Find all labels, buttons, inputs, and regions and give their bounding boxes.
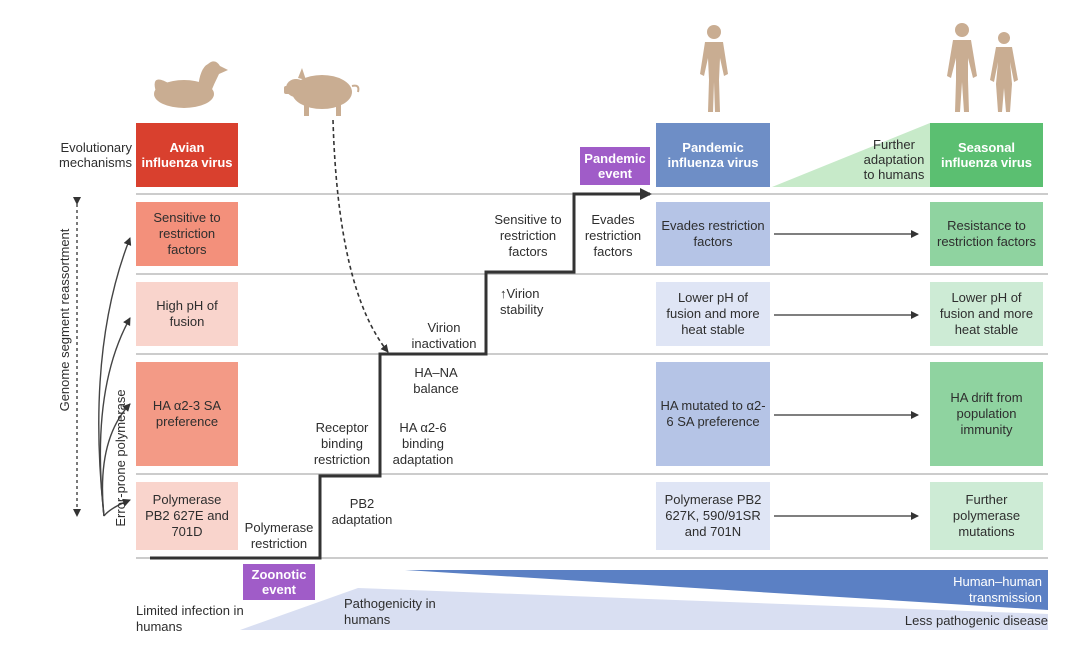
less-pathogenic-label: Less pathogenic disease	[904, 613, 1048, 628]
pandemic-row-fusion: Lower pH of fusion and more heat stable	[656, 282, 770, 346]
ha-binding-adaptation-label: HA α2-6 binding adaptation	[392, 420, 454, 467]
seasonal-row-restriction: Resistance to restriction factors	[930, 202, 1043, 266]
avian-row-restriction: Sensitive to restriction factors	[136, 202, 238, 266]
human-couple-icon	[947, 23, 1018, 112]
avian-row-receptor: HA α2-3 SA preference	[136, 362, 238, 466]
ha-na-balance-label: HA–NA balance	[413, 365, 459, 396]
pathogenicity-wedge	[240, 588, 1048, 630]
sensitive-restriction-label: Sensitive to restriction factors	[494, 212, 562, 259]
pandemic-header: Pandemic influenza virus	[656, 123, 770, 187]
pandemic-row-polymerase: Polymerase PB2 627K, 590/91SR and 701N	[656, 482, 770, 550]
curve-arrow-2	[99, 317, 131, 517]
seasonal-header: Seasonal influenza virus	[930, 123, 1043, 187]
zoonotic-event-badge: Zoonotic event	[243, 564, 315, 600]
transmission-wedge	[405, 570, 1048, 610]
curve-arrow-3	[101, 403, 131, 517]
adaptation-wedge	[772, 123, 930, 187]
pathogenicity-label: Pathogenicity in humans	[344, 596, 436, 627]
pig-dashed-arrow	[332, 119, 389, 353]
seasonal-row-fusion: Lower pH of fusion and more heat stable	[930, 282, 1043, 346]
error-prone-polymerase-label: Error-prone polymerase	[113, 389, 128, 527]
duck-icon	[154, 61, 228, 108]
seasonal-row-receptor: HA drift from population immunity	[930, 362, 1043, 466]
human-transmission-label: Human–human transmission	[953, 574, 1042, 605]
pig-icon	[284, 68, 360, 116]
limited-infection-label: Limited infection in humans	[136, 603, 244, 634]
further-adaptation-label: Further adaptation to humans	[863, 137, 925, 182]
curve-arrow-4	[103, 498, 131, 517]
avian-row-polymerase: Polymerase PB2 627E and 701D	[136, 482, 238, 550]
pb2-adaptation-label: PB2 adaptation	[331, 496, 393, 527]
virion-stability-label: ↑Virion stability	[500, 286, 544, 317]
avian-header: Avian influenza virus	[136, 123, 238, 187]
avian-row-fusion: High pH of fusion	[136, 282, 238, 346]
receptor-binding-restriction-label: Receptor binding restriction	[313, 420, 371, 467]
evolutionary-mechanisms-label: Evolutionary mechanisms	[59, 140, 132, 170]
seasonal-row-polymerase: Further polymerase mutations	[930, 482, 1043, 550]
pandemic-event-badge: Pandemic event	[580, 147, 650, 185]
genome-reassortment-label: Genome segment reassortment	[57, 228, 72, 412]
adaptation-staircase	[150, 188, 652, 560]
pandemic-row-receptor: HA mutated to α2-6 SA preference	[656, 362, 770, 466]
pandemic-row-restriction: Evades restriction factors	[656, 202, 770, 266]
evades-restriction-label: Evades restriction factors	[584, 212, 642, 259]
virion-inactivation-label: Virion inactivation	[411, 320, 477, 351]
human-icon	[700, 25, 728, 112]
polymerase-restriction-label: Polymerase restriction	[244, 520, 314, 551]
